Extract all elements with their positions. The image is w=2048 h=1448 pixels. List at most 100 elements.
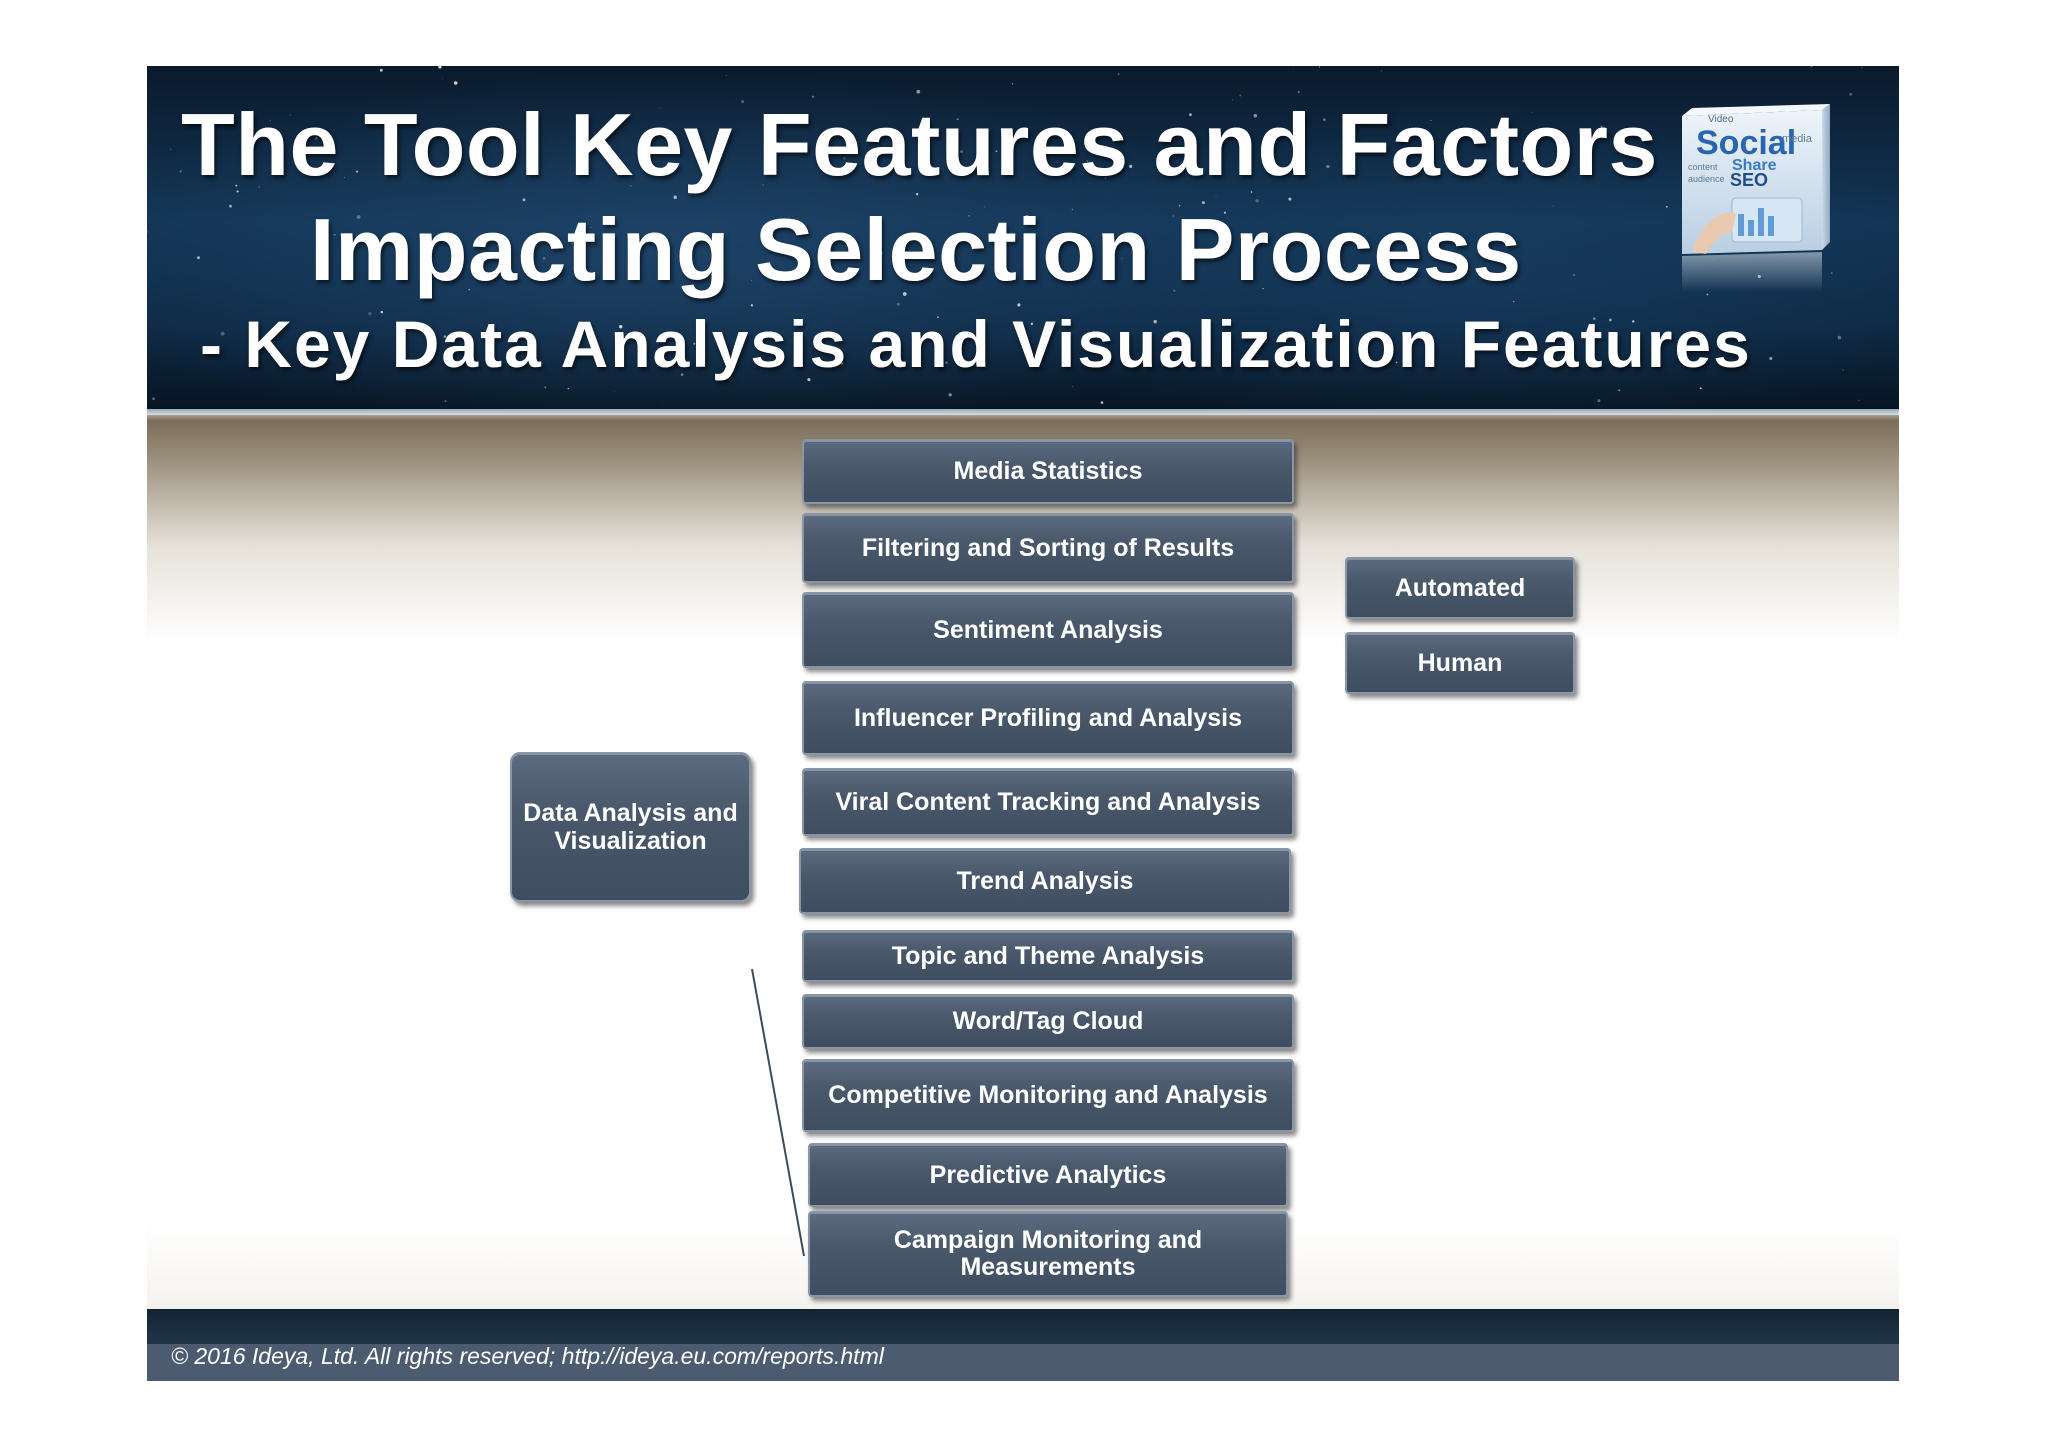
star bbox=[179, 170, 182, 173]
star bbox=[1402, 282, 1404, 285]
feature-label: Trend Analysis bbox=[956, 866, 1134, 895]
star bbox=[1531, 111, 1533, 114]
star bbox=[673, 195, 677, 200]
star bbox=[1262, 288, 1264, 290]
star bbox=[811, 95, 815, 98]
star bbox=[613, 390, 615, 392]
star bbox=[896, 302, 900, 306]
svg-text:Video: Video bbox=[1708, 114, 1734, 125]
star bbox=[522, 198, 526, 202]
feature-influencer-profiling: Influencer Profiling and Analysis bbox=[802, 681, 1294, 755]
star bbox=[314, 136, 318, 140]
star bbox=[1416, 174, 1418, 176]
star bbox=[567, 387, 569, 390]
star bbox=[438, 66, 442, 69]
root-node-data-analysis-visualization: Data Analysis and Visualization bbox=[510, 752, 751, 902]
svg-text:content: content bbox=[1688, 162, 1718, 172]
star bbox=[922, 252, 924, 254]
star bbox=[1430, 119, 1432, 122]
star bbox=[1129, 164, 1133, 168]
title-line-1: The Tool Key Features and Factors bbox=[181, 95, 1658, 194]
starfield-background bbox=[147, 66, 1863, 406]
star bbox=[356, 215, 361, 219]
star bbox=[751, 279, 752, 281]
star bbox=[1255, 199, 1259, 203]
option-label: Automated bbox=[1394, 573, 1526, 602]
star bbox=[1572, 273, 1576, 277]
star bbox=[959, 149, 964, 154]
star bbox=[608, 145, 612, 148]
star bbox=[1522, 159, 1526, 163]
star bbox=[1030, 322, 1034, 326]
star bbox=[945, 361, 948, 364]
star bbox=[1173, 289, 1176, 292]
star bbox=[343, 177, 345, 179]
slide: The Tool Key Features and Factors Impact… bbox=[147, 66, 1899, 1381]
star bbox=[915, 193, 919, 196]
slide-header: The Tool Key Features and Factors Impact… bbox=[147, 66, 1899, 411]
star bbox=[902, 292, 907, 296]
star bbox=[1086, 160, 1089, 162]
feature-topic-theme-analysis: Topic and Theme Analysis bbox=[802, 930, 1294, 982]
star bbox=[1861, 67, 1863, 69]
star bbox=[1071, 208, 1073, 210]
star bbox=[197, 256, 200, 260]
star bbox=[1597, 399, 1601, 403]
svg-text:audience: audience bbox=[1688, 174, 1725, 184]
star bbox=[1178, 204, 1181, 207]
feature-competitive-monitoring: Competitive Monitoring and Analysis bbox=[802, 1059, 1294, 1132]
feature-trend-analysis: Trend Analysis bbox=[799, 848, 1291, 914]
star bbox=[333, 233, 336, 236]
star bbox=[1600, 125, 1603, 128]
feature-label: Competitive Monitoring and Analysis bbox=[828, 1081, 1268, 1109]
star bbox=[1121, 258, 1123, 260]
star bbox=[1293, 68, 1294, 69]
star bbox=[923, 237, 924, 239]
feature-media-statistics: Media Statistics bbox=[802, 439, 1294, 504]
root-node-label: Data Analysis and Visualization bbox=[523, 799, 738, 855]
star bbox=[855, 140, 858, 143]
star bbox=[1837, 335, 1842, 340]
star bbox=[1395, 361, 1398, 364]
star bbox=[725, 75, 727, 76]
star bbox=[630, 264, 632, 266]
star bbox=[245, 152, 248, 155]
star bbox=[1153, 319, 1157, 324]
star bbox=[1297, 90, 1300, 94]
star bbox=[1303, 361, 1305, 363]
star bbox=[944, 252, 949, 256]
feature-campaign-monitoring: Campaign Monitoring and Measurements bbox=[808, 1211, 1288, 1297]
star bbox=[1189, 113, 1192, 117]
svg-text:media: media bbox=[1782, 133, 1813, 145]
subtitle: - Key Data Analysis and Visualization Fe… bbox=[200, 307, 1752, 381]
star bbox=[1299, 117, 1303, 120]
star bbox=[807, 378, 811, 382]
star bbox=[1830, 272, 1833, 274]
star bbox=[1665, 205, 1668, 208]
star bbox=[1071, 386, 1073, 388]
star bbox=[270, 120, 272, 122]
star bbox=[1706, 293, 1709, 296]
star bbox=[843, 156, 846, 160]
star bbox=[826, 150, 828, 152]
star bbox=[1849, 92, 1853, 96]
star bbox=[1858, 399, 1860, 402]
feature-label: Viral Content Tracking and Analysis bbox=[835, 787, 1261, 816]
star bbox=[235, 184, 238, 187]
star bbox=[762, 184, 764, 186]
star bbox=[1298, 362, 1300, 364]
star bbox=[937, 316, 939, 319]
star bbox=[147, 230, 149, 233]
star bbox=[659, 107, 661, 109]
star bbox=[1215, 196, 1217, 198]
feature-label: Filtering and Sorting of Results bbox=[861, 533, 1235, 562]
svg-text:Share: Share bbox=[1732, 157, 1777, 174]
star bbox=[1769, 357, 1773, 360]
star bbox=[1117, 73, 1120, 76]
feature-label: Topic and Theme Analysis bbox=[891, 941, 1205, 970]
star bbox=[1005, 256, 1007, 258]
star bbox=[1842, 369, 1844, 371]
sentiment-option-human: Human bbox=[1345, 632, 1575, 694]
star bbox=[468, 288, 470, 291]
star bbox=[229, 204, 232, 208]
